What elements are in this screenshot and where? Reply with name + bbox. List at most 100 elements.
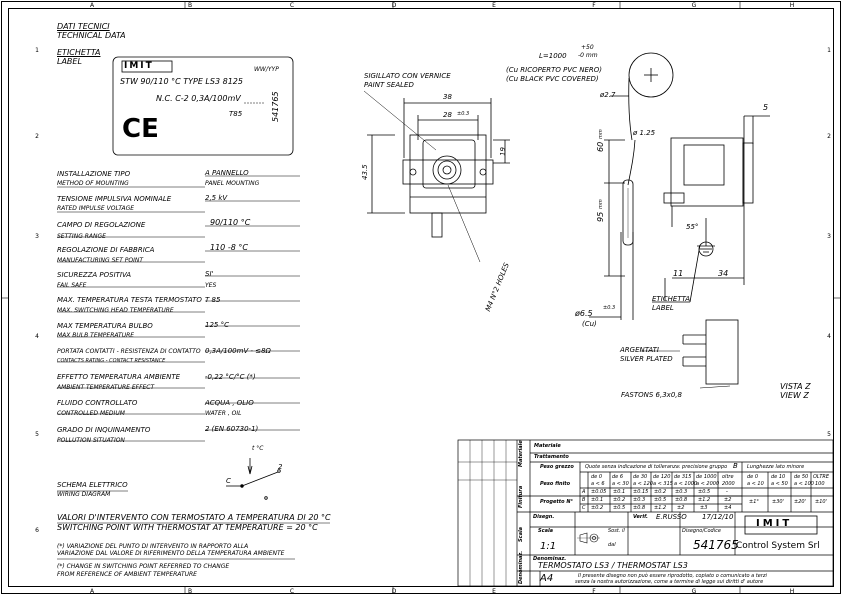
- spec-it: INSTALLAZIONE TIPO: [57, 170, 131, 178]
- spec-en: FAIL SAFE: [57, 282, 87, 289]
- dim-28-tol: ±0.3: [457, 111, 470, 117]
- tb-ang-head: de 50: [794, 474, 809, 480]
- title-block-grid: [457, 439, 834, 587]
- svg-text:C: C: [290, 588, 294, 595]
- spec-it: REGOLAZIONE DI FABBRICA: [57, 246, 155, 254]
- spec-value: 110 -8 °C: [210, 243, 248, 252]
- tb-side-denominaz: Denominaz.: [518, 550, 524, 584]
- tb-tol-head: de 6: [612, 474, 624, 480]
- dim-11: 11: [673, 269, 684, 278]
- note-line: FROM REFERENCE OF AMBIENT TEMPERATURE: [57, 571, 197, 578]
- tb-tol-head: oltre: [722, 474, 734, 480]
- spec-value: 125 °C: [205, 321, 229, 329]
- svg-text:E: E: [492, 588, 496, 595]
- dim-95: 95: [596, 211, 605, 222]
- cap-tol-minus: -0 mm: [578, 52, 598, 59]
- tb-ang-head: OLTRE: [813, 474, 830, 480]
- tb-tol-cell: ±0.05: [591, 489, 607, 495]
- tb-disegno-codice: Disegno/Codice: [682, 528, 721, 534]
- spec-value-2: YES: [205, 282, 217, 289]
- label-heading-en: LABEL: [57, 57, 82, 66]
- silver-en: SILVER PLATED: [620, 355, 673, 363]
- view-z-it: VISTA Z: [780, 382, 811, 391]
- tb-tol-group: B: [733, 462, 738, 470]
- tb-ang-head: a < 100: [794, 481, 814, 487]
- view-z: [640, 319, 739, 389]
- dim-60-unit: mm: [598, 129, 604, 139]
- tb-side-materiale: Materiale: [518, 440, 524, 467]
- capillary-en: (Cu BLACK PVC COVERED): [506, 75, 599, 83]
- tb-tol-cell: ±3: [700, 505, 708, 511]
- dim-34: 34: [718, 269, 729, 278]
- tb-lung-note: Lunghezze lato minore: [747, 464, 805, 470]
- svg-text:D: D: [392, 2, 397, 9]
- tb-tol-head: de 315: [674, 474, 692, 480]
- svg-text:A: A: [90, 2, 95, 9]
- spec-en: CONTROLLED MEDIUM: [57, 410, 125, 417]
- tb-progetto: Progetto N°: [540, 499, 574, 505]
- tb-ang-head: a < 10: [747, 481, 764, 487]
- tb-ang-head: de 0: [747, 474, 759, 480]
- tb-tol-cell: ±0.8: [633, 505, 646, 511]
- spec-en: SETTING RANGE: [57, 233, 106, 240]
- tb-ang-cell: ±10': [815, 499, 827, 505]
- spec-it: MAX. TEMPERATURA TESTA TERMOSTATO: [57, 296, 202, 304]
- svg-text:2: 2: [35, 133, 39, 140]
- tb-ang-cell: ±1°: [749, 499, 759, 505]
- tb-tol-cell: ±0.5: [654, 497, 667, 503]
- tb-tol-head: 2000: [722, 481, 735, 487]
- note-line: SWITCHING POINT WITH THERMOSTAT AT TEMPE…: [57, 523, 318, 532]
- tb-tol-head: de 30: [633, 474, 648, 480]
- svg-text:G: G: [692, 588, 697, 595]
- wiring-diagram: [226, 458, 281, 500]
- tb-verif: Verif.: [633, 514, 648, 520]
- tb-ang-head: a < 50: [771, 481, 788, 487]
- tb-company: Control System Srl: [736, 541, 820, 551]
- svg-text:1: 1: [827, 47, 831, 54]
- spec-en: METHOD OF MOUNTING: [57, 180, 129, 187]
- label-line2: N.C. C-2 0,3A/100mV: [156, 94, 241, 103]
- tb-title: TERMOSTATO LS3 / THERMOSTAT LS3: [538, 561, 688, 570]
- tb-tol-head: de 0: [591, 474, 603, 480]
- dim-43-5: 43.5: [361, 164, 369, 180]
- label-heading-it: ETICHETTA: [57, 48, 101, 57]
- inner-frame: [8, 8, 834, 587]
- note-line: (*) CHANGE IN SWITCHING POINT REFERRED T…: [57, 563, 230, 570]
- cap-length: L=1000: [539, 52, 567, 60]
- dim-6-5: ø6.5: [575, 309, 593, 318]
- spec-value: A PANNELLO: [205, 169, 249, 177]
- label-brand: IMIT: [124, 61, 154, 71]
- ce-mark: CE: [122, 114, 159, 144]
- spec-value-2: WATER , OIL: [205, 410, 242, 417]
- tb-logo: IMIT: [756, 518, 793, 529]
- svg-text:A: A: [90, 588, 95, 595]
- tb-materiale: Materiale: [534, 443, 561, 449]
- spec-en: MAX. SWITCHING HEAD TEMPERATURE: [57, 307, 174, 314]
- label-box: [112, 56, 294, 156]
- tb-ang-cell: ±20': [794, 499, 806, 505]
- header-title-en: TECHNICAL DATA: [57, 31, 126, 40]
- tb-verif-name: E.RUSSO: [656, 513, 687, 521]
- wiring-c-label: C: [226, 477, 231, 485]
- svg-text:5: 5: [35, 431, 39, 438]
- label-code: 541765: [271, 91, 280, 122]
- tb-peso-finito: Peso finito: [540, 481, 571, 487]
- tb-tol-head: a < 120: [633, 481, 653, 487]
- svg-text:3: 3: [35, 233, 39, 240]
- dim-1-25: ø 1.25: [633, 129, 656, 137]
- tb-trattamento: Trattamento: [534, 454, 569, 460]
- dim-28: 28: [443, 111, 452, 119]
- tb-tol-grade: C: [582, 505, 586, 511]
- tb-tol-grade: B: [582, 497, 586, 503]
- cap-tol-plus: +50: [581, 44, 594, 51]
- tb-tol-cell: ±0.1: [613, 489, 626, 495]
- view-z-en: VIEW Z: [780, 391, 809, 400]
- dim-60: 60: [596, 141, 605, 152]
- dim-95-unit: mm: [598, 199, 604, 209]
- note-line: (*) VARIAZIONE DEL PUNTO DI INTERVENTO I…: [57, 543, 249, 550]
- etichetta-en: LABEL: [652, 304, 674, 312]
- notes-underlines: [57, 522, 330, 560]
- label-ww: WW/YYP: [254, 66, 279, 73]
